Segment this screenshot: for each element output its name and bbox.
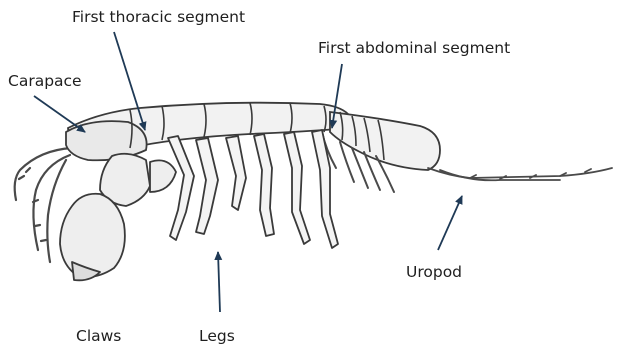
- arrow-uropod: [438, 196, 462, 250]
- label-first-abdominal: First abdominal segment: [318, 41, 510, 57]
- label-claws: Claws: [76, 329, 121, 345]
- arrow-carapace: [34, 96, 85, 132]
- arrow-legs: [218, 252, 220, 312]
- arrow-first-abdominal: [332, 64, 342, 128]
- label-carapace: Carapace: [8, 74, 82, 90]
- label-legs: Legs: [199, 329, 235, 345]
- arrow-first-thoracic: [114, 32, 145, 130]
- label-uropod: Uropod: [406, 265, 462, 281]
- label-first-thoracic: First thoracic segment: [72, 10, 245, 26]
